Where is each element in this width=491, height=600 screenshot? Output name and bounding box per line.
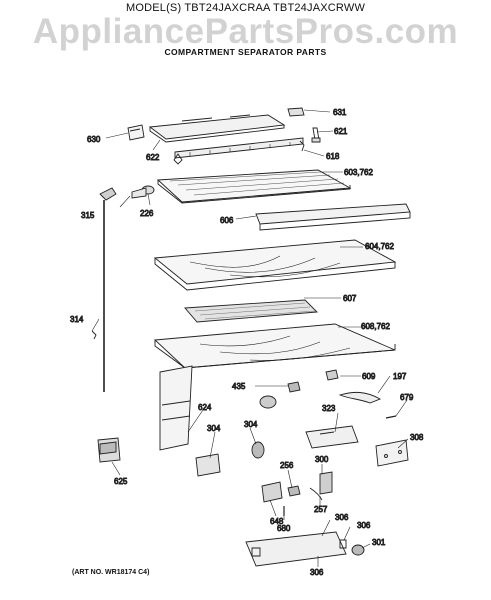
- part-323: [305, 425, 359, 449]
- part-315-hinge: [99, 187, 117, 201]
- watermark: AppliancePartsPros.com: [32, 12, 459, 51]
- callout-604: 604,762: [365, 242, 394, 251]
- part-314-rod: [91, 200, 105, 392]
- callout-257: 257: [314, 505, 328, 514]
- callout-621: 621: [334, 127, 348, 136]
- part-197: [338, 391, 382, 404]
- callout-300: 300: [315, 455, 329, 464]
- part-256: [287, 485, 301, 497]
- callout-306-bottom: 306: [310, 568, 324, 577]
- part-604-separator: [153, 239, 397, 291]
- part-679: [385, 415, 397, 419]
- callout-256: 256: [280, 461, 294, 470]
- callout-315: 315: [81, 211, 95, 220]
- callout-314: 314: [70, 315, 84, 324]
- callout-625: 625: [114, 477, 128, 486]
- callout-608: 608,762: [361, 322, 390, 331]
- callout-631: 631: [333, 108, 347, 117]
- part-301: [351, 544, 365, 556]
- part-607-mesh: [184, 299, 319, 323]
- leader-lines: [91, 109, 409, 567]
- callout-648: 648: [270, 517, 284, 526]
- callout-609: 609: [362, 372, 376, 381]
- part-648: [261, 481, 283, 503]
- callout-624: 624: [198, 403, 212, 412]
- callout-435: 435: [232, 382, 246, 391]
- callout-304-thermostat: 304: [207, 424, 221, 433]
- callout-680: 680: [277, 524, 291, 533]
- callout-622: 622: [146, 153, 160, 162]
- part-609: [325, 369, 339, 381]
- part-608-separator: [153, 323, 396, 369]
- callout-301: 301: [372, 538, 386, 547]
- part-300: [319, 471, 333, 495]
- part-625: [97, 437, 121, 463]
- part-304-thermostat: [195, 453, 221, 477]
- part-257: [309, 487, 323, 501]
- part-621: [311, 127, 321, 143]
- part-603-shelf: [156, 169, 352, 204]
- part-435-knobs: [259, 381, 301, 409]
- part-631: [287, 107, 305, 117]
- callout-308: 308: [410, 433, 424, 442]
- callout-226: 226: [140, 209, 154, 218]
- part-624-duct: [159, 365, 193, 451]
- part-308: [375, 439, 409, 467]
- art-number: (ART NO. WR18174 C4): [72, 569, 150, 576]
- callout-197: 197: [393, 372, 407, 381]
- part-622: [148, 114, 286, 143]
- callout-630: 630: [87, 135, 101, 144]
- callout-603: 603,762: [344, 168, 373, 177]
- callout-607: 607: [343, 294, 357, 303]
- part-306-housing: [245, 531, 347, 567]
- part-618: [173, 137, 305, 165]
- callout-304-dial: 304: [244, 420, 258, 429]
- diagram-subtitle: COMPARTMENT SEPARATOR PARTS: [164, 47, 327, 57]
- callout-679: 679: [400, 393, 414, 402]
- diagram-header: AppliancePartsPros.com MODEL(S) TBT24JAX…: [0, 0, 491, 64]
- part-304-dial: [251, 441, 265, 459]
- callout-618: 618: [326, 152, 340, 161]
- part-606: [255, 203, 411, 231]
- exploded-parts-diagram: 631 630 621 622 618 603,762 315 226 606 …: [70, 107, 424, 577]
- part-630: [127, 124, 145, 141]
- model-title: MODEL(S) TBT24JAXCRAA TBT24JAXCRWW: [125, 2, 366, 14]
- callout-323: 323: [322, 404, 336, 413]
- callout-306-right: 306: [357, 521, 371, 530]
- callout-606: 606: [220, 216, 234, 225]
- callout-306-top: 306: [335, 513, 349, 522]
- part-226: [131, 185, 155, 199]
